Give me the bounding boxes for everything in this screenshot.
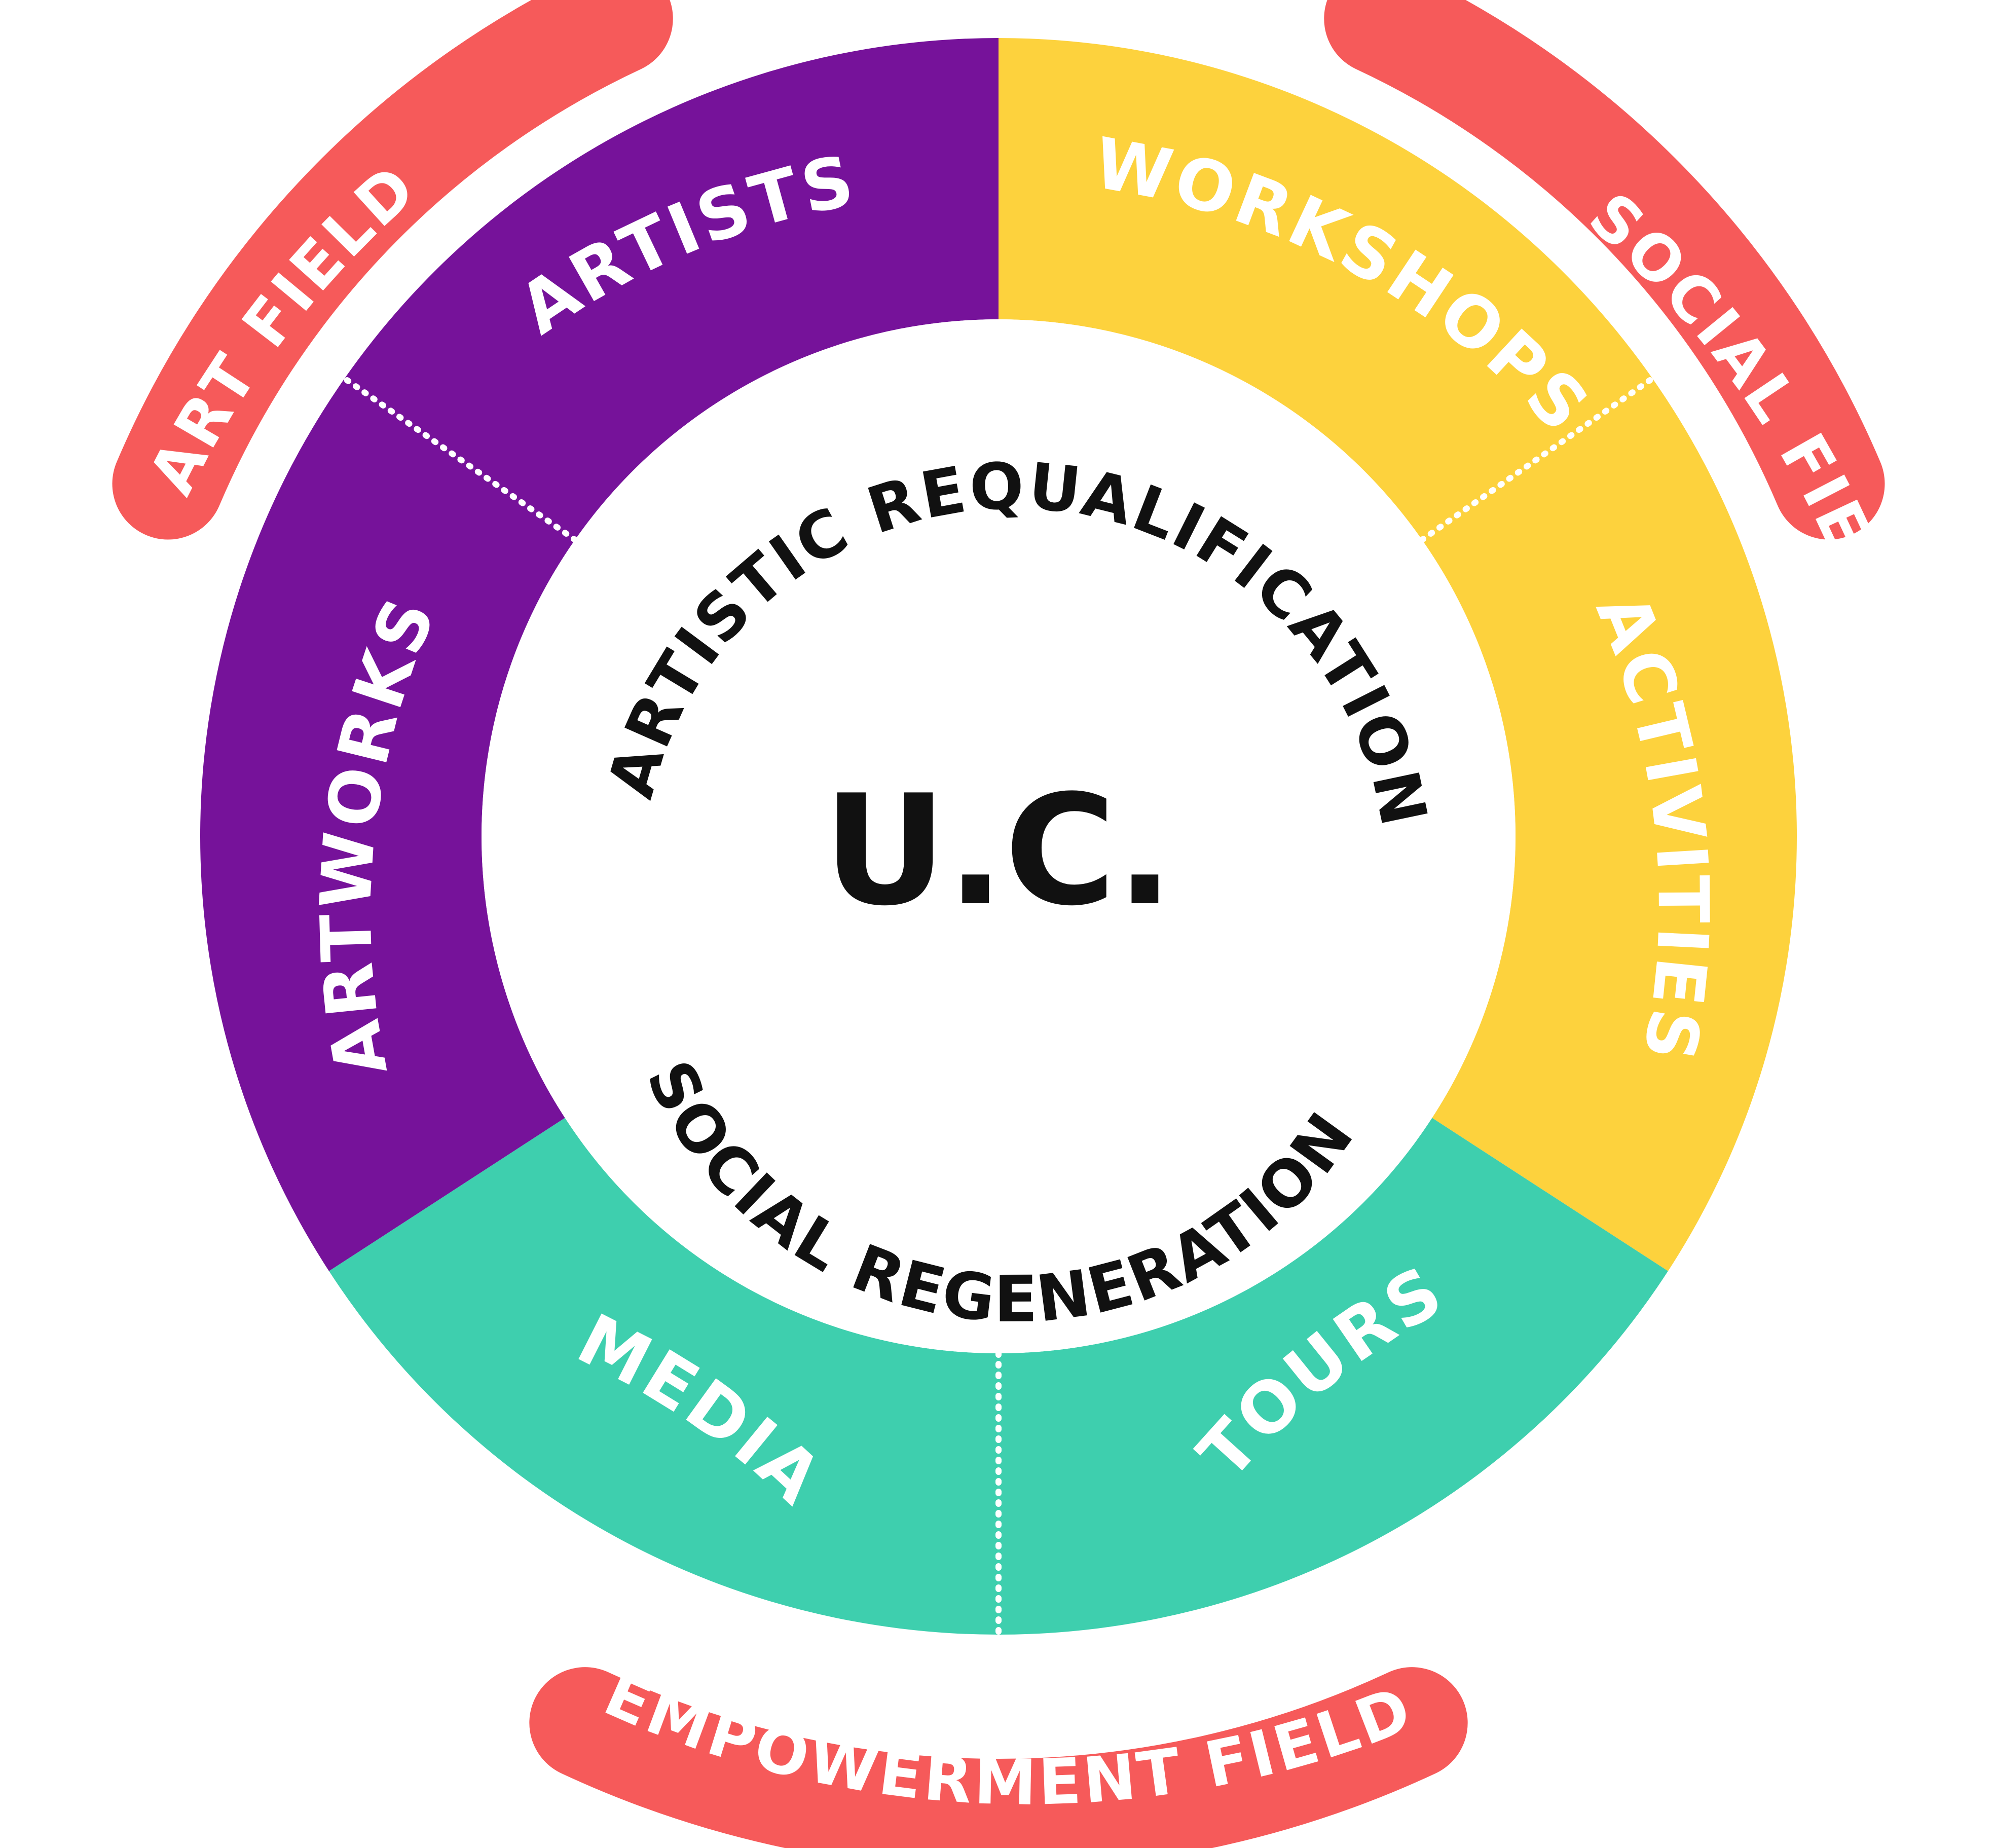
center-circle: [482, 319, 1516, 1353]
segment-artists: [344, 38, 999, 540]
segment-workshops: [999, 38, 1653, 540]
segment-artworks: [200, 378, 575, 1271]
segment-tours: [999, 1118, 1668, 1635]
segment-media: [329, 1118, 999, 1635]
field-band-social-field: [1324, 0, 1885, 540]
center-label: U.C.: [823, 762, 1174, 939]
field-band-empowerment-field: [529, 1667, 1468, 1848]
segments-layer: [200, 38, 1797, 1635]
field-band-art-field: [112, 0, 673, 540]
fields-layer: [112, 0, 1885, 1848]
segment-activities: [1422, 378, 1797, 1271]
divider-social: [1419, 375, 1656, 543]
dividers-layer: [341, 375, 1656, 1638]
divider-art: [341, 375, 578, 543]
